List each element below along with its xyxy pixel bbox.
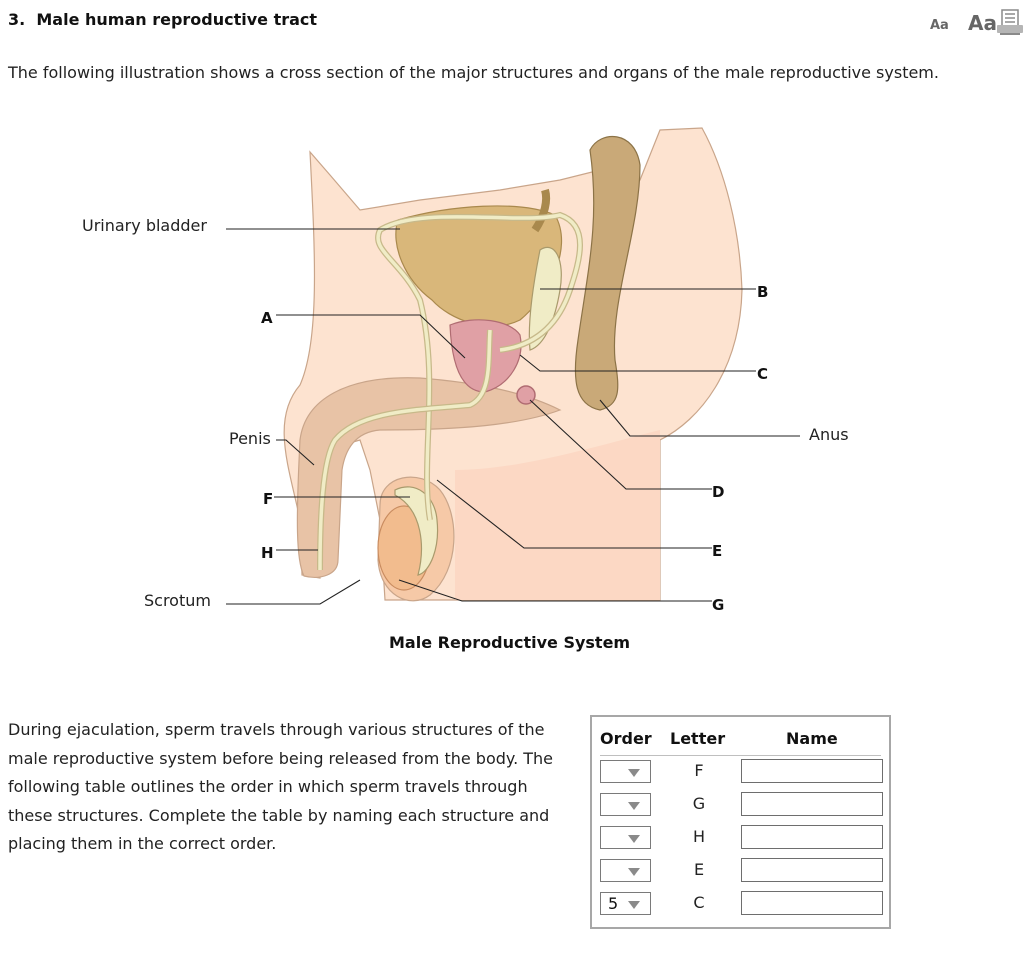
chevron-down-icon — [628, 868, 640, 876]
header-order: Order — [600, 729, 652, 748]
question-title-text: Male human reproductive tract — [36, 10, 318, 29]
structure-name-input[interactable] — [741, 858, 883, 882]
bulbourethral-gland-shape — [516, 385, 536, 405]
decrease-font-button[interactable]: Aa — [930, 18, 949, 33]
label-f: F — [263, 490, 274, 508]
structure-letter: H — [692, 827, 706, 846]
instructions-text: During ejaculation, sperm travels throug… — [8, 720, 554, 853]
table-row: H — [592, 823, 889, 851]
chevron-down-icon — [628, 835, 640, 843]
order-select[interactable] — [600, 760, 651, 783]
increase-font-button[interactable]: Aa — [968, 11, 997, 35]
structure-letter: C — [693, 893, 705, 912]
table-row: F — [592, 757, 889, 785]
penis-shaft — [296, 377, 562, 578]
order-select[interactable] — [600, 859, 651, 882]
header-name: Name — [786, 729, 838, 748]
label-anus: Anus — [809, 425, 849, 444]
structure-letter: G — [692, 794, 706, 813]
label-g: G — [712, 596, 725, 614]
structure-letter: F — [694, 761, 704, 780]
figure-caption: Male Reproductive System — [389, 633, 631, 652]
chevron-down-icon — [628, 802, 640, 810]
anatomy-drawing — [226, 127, 800, 605]
printer-icon[interactable] — [996, 8, 1024, 36]
label-urinary-bladder: Urinary bladder — [82, 216, 207, 235]
structure-letter: E — [693, 860, 705, 879]
structure-name-input[interactable] — [741, 759, 883, 783]
bladder-shape — [395, 205, 563, 327]
label-c: C — [757, 365, 769, 383]
order-table: Order Letter Name F G H E — [590, 715, 891, 929]
order-select-value: 5 — [608, 894, 619, 913]
text-tools: Aa Aa — [884, 6, 1024, 40]
label-h: H — [261, 544, 274, 562]
structure-name-input[interactable] — [741, 891, 883, 915]
seminal-vesicle-shape — [528, 246, 562, 351]
header-letter: Letter — [670, 729, 726, 748]
table-row: 5 C — [592, 889, 889, 917]
structure-name-input[interactable] — [741, 792, 883, 816]
label-penis: Penis — [229, 429, 271, 448]
table-row: G — [592, 790, 889, 818]
question-intro: The following illustration shows a cross… — [8, 63, 939, 82]
order-select[interactable] — [600, 826, 651, 849]
order-select[interactable] — [600, 793, 651, 816]
header-divider — [600, 755, 881, 756]
reproductive-system-illustration: Urinary bladder A B C Anus Penis D F E H… — [0, 110, 1024, 630]
rectum-shape — [574, 135, 641, 411]
label-b: B — [757, 283, 769, 301]
chevron-down-icon — [628, 901, 640, 909]
chevron-down-icon — [628, 769, 640, 777]
label-d: D — [712, 483, 725, 501]
label-a: A — [261, 309, 273, 327]
label-e: E — [712, 542, 723, 560]
order-select[interactable]: 5 — [600, 892, 651, 915]
question-number: 3. — [8, 10, 26, 29]
structure-name-input[interactable] — [741, 825, 883, 849]
table-row: E — [592, 856, 889, 884]
label-scrotum: Scrotum — [144, 591, 211, 610]
prostate-shape — [449, 319, 522, 393]
question-title: 3. Male human reproductive tract — [8, 10, 317, 29]
